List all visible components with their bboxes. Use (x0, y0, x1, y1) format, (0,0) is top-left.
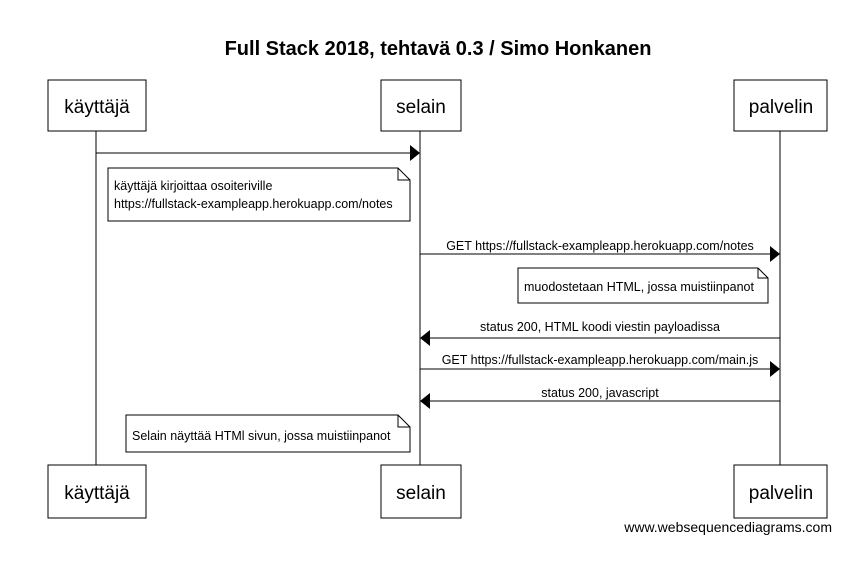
actor-user-label: käyttäjä (64, 97, 130, 118)
actor-browser-label: selain (396, 483, 446, 504)
actor-browser-bottom: selain (380, 464, 462, 519)
actor-browser-label: selain (396, 97, 446, 118)
diagram-title: Full Stack 2018, tehtavä 0.3 / Simo Honk… (225, 38, 652, 60)
arrowhead (770, 361, 780, 377)
note-3-line-1: Selain näyttää HTMl sivun, jossa muistii… (132, 429, 391, 443)
actor-browser-top: selain (380, 79, 462, 132)
note-2-line-1: muodostetaan HTML, jossa muistiinpanot (524, 280, 755, 294)
actor-server-top: palvelin (733, 79, 828, 132)
message-3-label: status 200, HTML koodi viestin payloadis… (480, 320, 720, 334)
actor-user-top: käyttäjä (47, 79, 147, 132)
actor-server-label: palvelin (749, 97, 813, 118)
note-3: Selain näyttää HTMl sivun, jossa muistii… (125, 414, 411, 453)
arrowhead (420, 330, 430, 346)
note-1: käyttäjä kirjoittaa osoiteriville https:… (107, 167, 411, 222)
note-1-line-2: https://fullstack-exampleapp.herokuapp.c… (114, 197, 393, 211)
message-4-label: GET https://fullstack-exampleapp.herokua… (442, 353, 759, 367)
note-2: muodostetaan HTML, jossa muistiinpanot (517, 267, 769, 304)
arrowhead (770, 246, 780, 262)
message-5: status 200, javascript (420, 386, 780, 409)
message-4: GET https://fullstack-exampleapp.herokua… (420, 353, 780, 377)
watermark-link[interactable]: www.websequencediagrams.com (623, 519, 832, 535)
message-5-label: status 200, javascript (541, 386, 659, 400)
message-2: GET https://fullstack-exampleapp.herokua… (420, 239, 780, 262)
arrowhead (410, 145, 420, 161)
note-1-line-1: käyttäjä kirjoittaa osoiteriville (114, 179, 272, 193)
message-2-label: GET https://fullstack-exampleapp.herokua… (446, 239, 754, 253)
arrowhead (420, 393, 430, 409)
actor-server-bottom: palvelin (733, 464, 828, 519)
message-1 (96, 145, 420, 161)
message-3: status 200, HTML koodi viestin payloadis… (420, 320, 780, 346)
actor-user-bottom: käyttäjä (47, 464, 147, 519)
actor-server-label: palvelin (749, 483, 813, 504)
actor-user-label: käyttäjä (64, 483, 130, 504)
